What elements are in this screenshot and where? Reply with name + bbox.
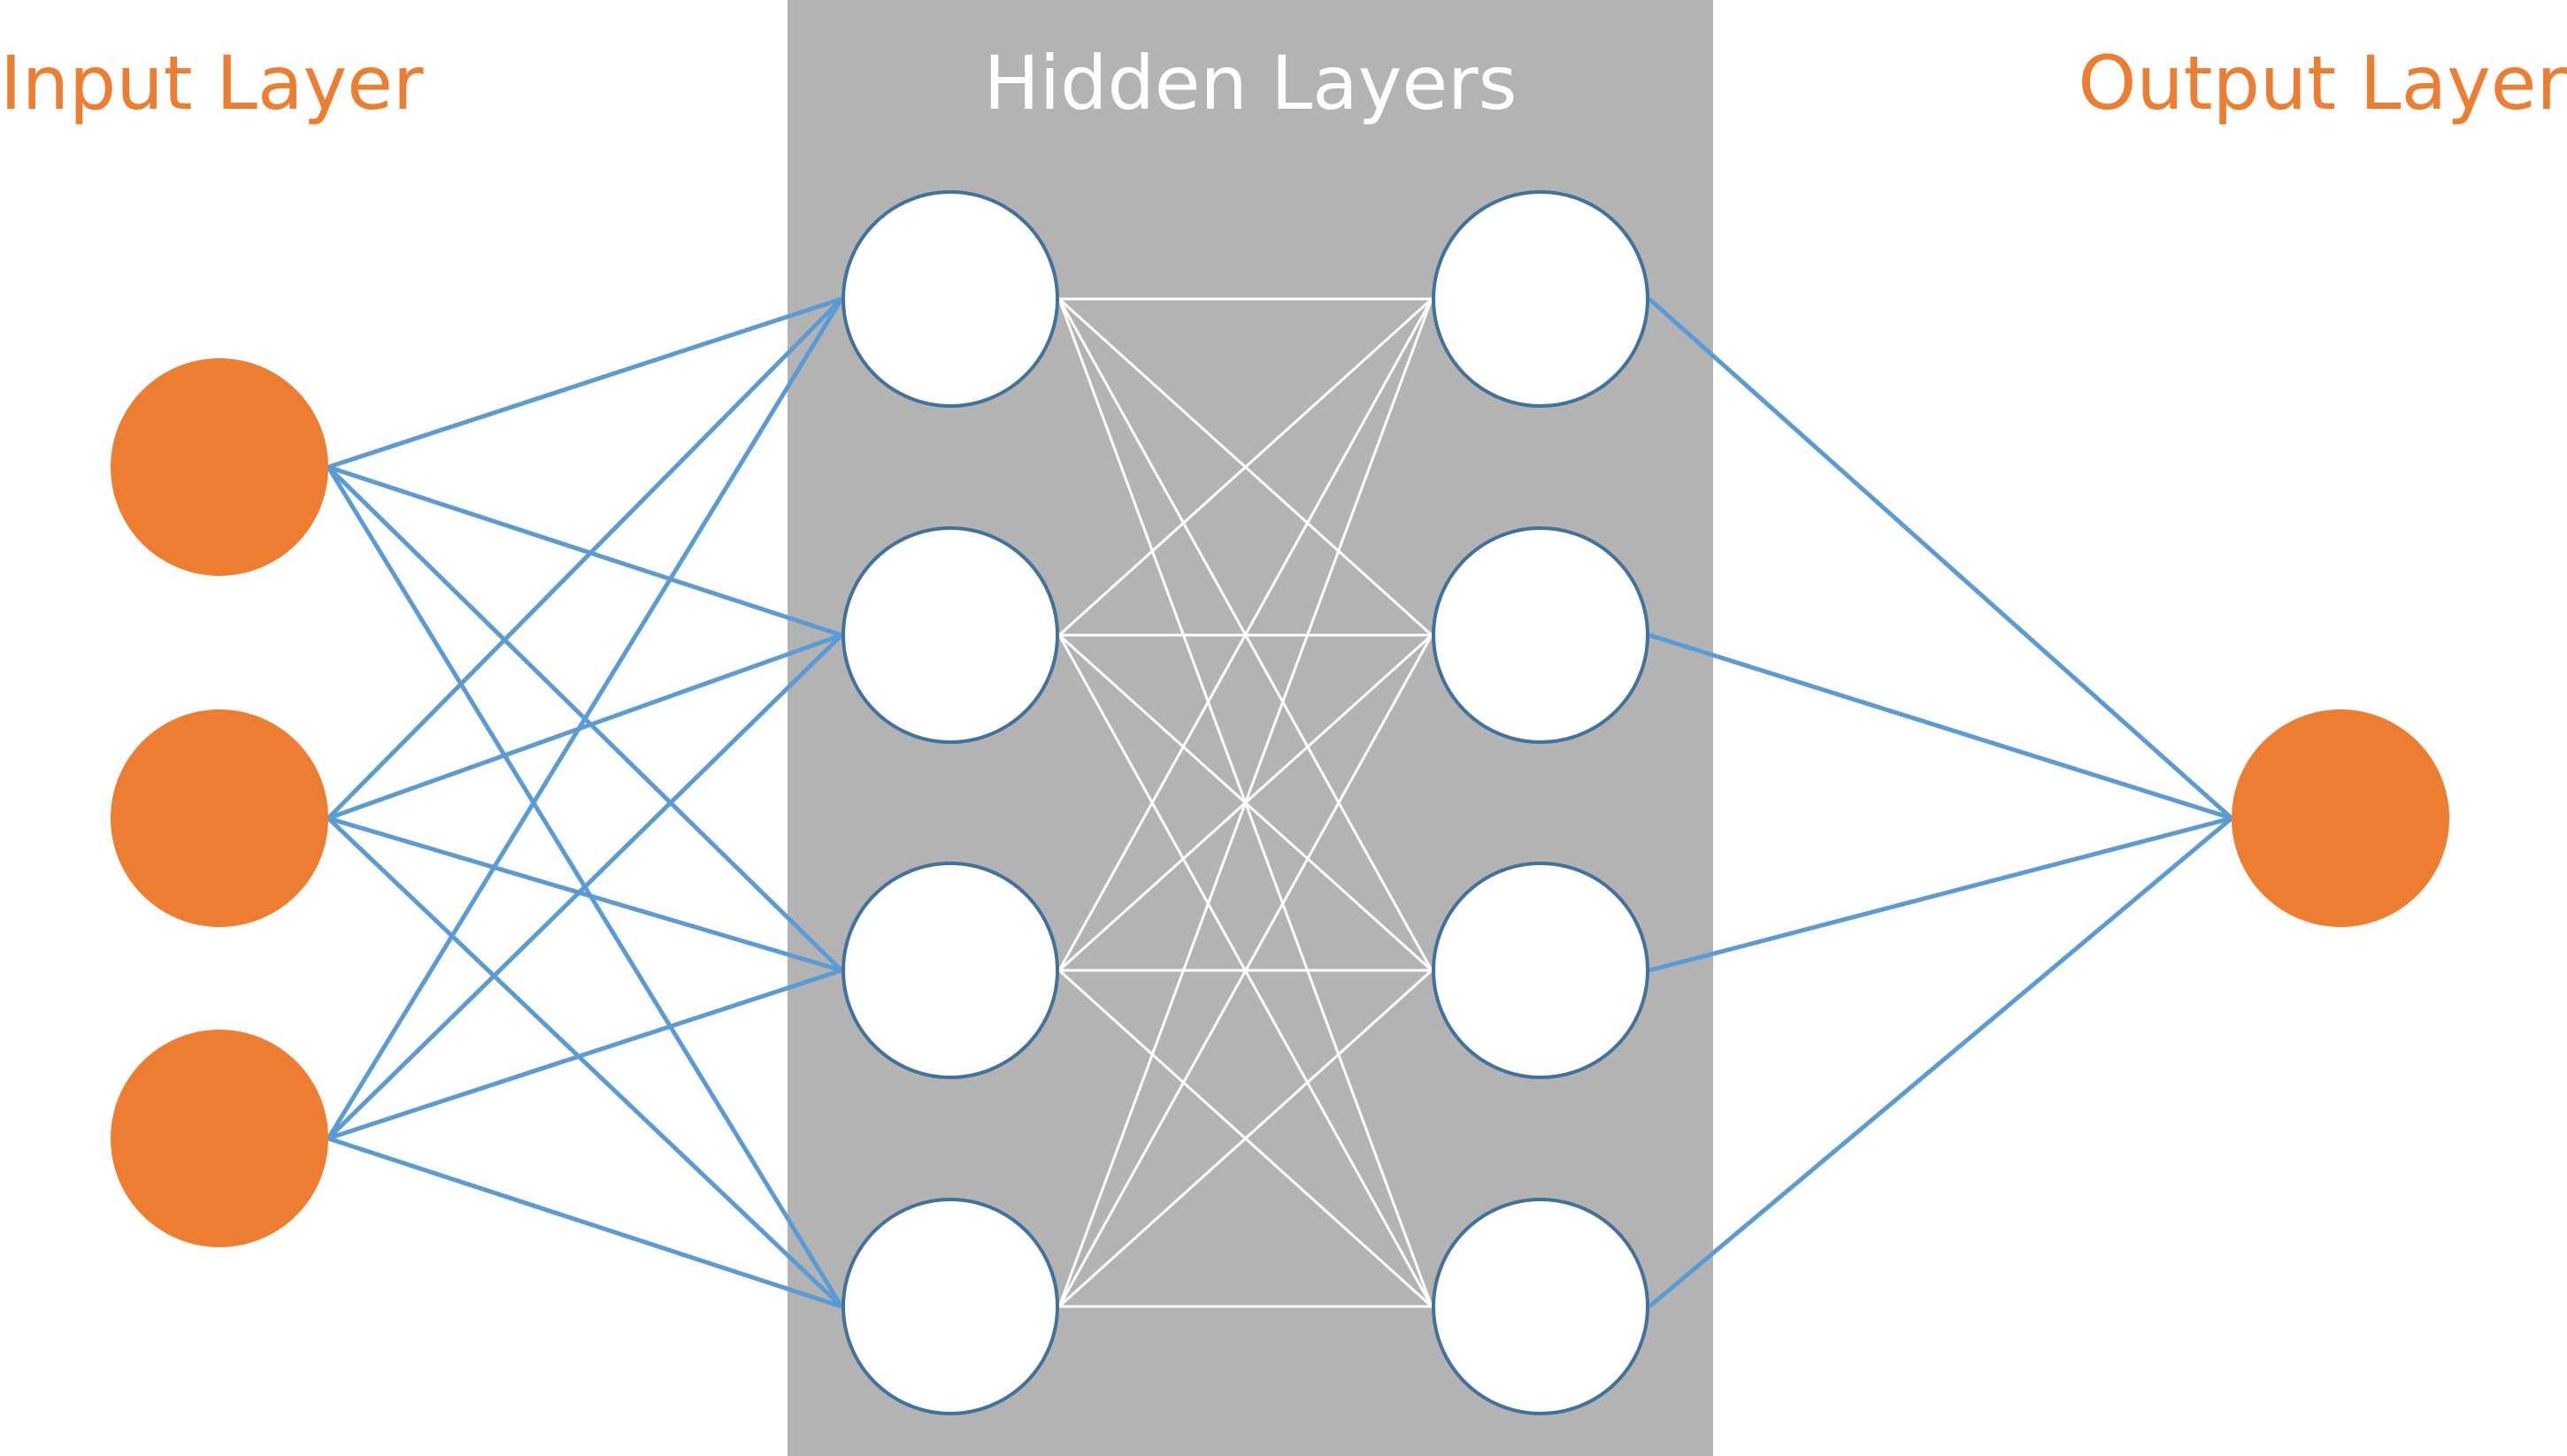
hidden-node-l2-3	[1432, 1198, 1649, 1415]
edge-l0-2-to-l1-3	[327, 1136, 842, 1309]
hidden-connections	[1057, 297, 1433, 1308]
hidden-node-l1-0	[842, 190, 1059, 408]
edge-l0-2-to-l1-0	[326, 297, 844, 1140]
hidden-node-l2-0	[1432, 190, 1649, 408]
edge-l1-3-to-l2-1	[1057, 634, 1433, 1307]
edge-l2-0-to-l3-0	[1648, 297, 2233, 820]
edge-l0-0-to-l1-0	[327, 296, 842, 470]
output-node-0	[2232, 709, 2449, 927]
edge-l1-2-to-l2-0	[1057, 298, 1433, 971]
hidden-node-l1-2	[842, 862, 1059, 1079]
edge-l1-3-to-l2-0	[1057, 298, 1433, 1307]
edge-l0-1-to-l1-0	[327, 297, 843, 820]
hidden-layers-label: Hidden Layers	[983, 40, 1518, 126]
edge-l0-2-to-l1-1	[327, 633, 843, 1140]
network-nodes	[111, 190, 2449, 1415]
input-node-1	[111, 709, 328, 927]
edge-l0-1-to-l1-2	[327, 816, 842, 973]
hidden-node-l2-1	[1432, 526, 1649, 744]
edge-l0-1-to-l1-3	[327, 816, 843, 1308]
edge-l2-3-to-l3-0	[1648, 816, 2233, 1308]
edge-l2-2-to-l3-0	[1649, 816, 2233, 973]
edge-l0-1-to-l1-1	[327, 632, 842, 821]
outer-connections	[326, 296, 2233, 1309]
edge-l2-1-to-l3-0	[1649, 632, 2233, 821]
edge-l1-1-to-l2-0	[1057, 297, 1433, 637]
hidden-node-l1-3	[842, 1198, 1059, 1415]
hidden-node-l1-1	[842, 526, 1059, 744]
input-layer-label: Input Layer	[0, 40, 424, 126]
edge-l0-2-to-l1-2	[327, 968, 842, 1141]
edge-l1-3-to-l2-2	[1057, 969, 1433, 1308]
edge-l0-0-to-l1-1	[327, 464, 842, 638]
input-node-2	[111, 1030, 328, 1247]
output-layer-label: Output Layer	[2078, 40, 2567, 126]
hidden-node-l2-2	[1432, 862, 1649, 1079]
input-node-0	[111, 358, 328, 576]
